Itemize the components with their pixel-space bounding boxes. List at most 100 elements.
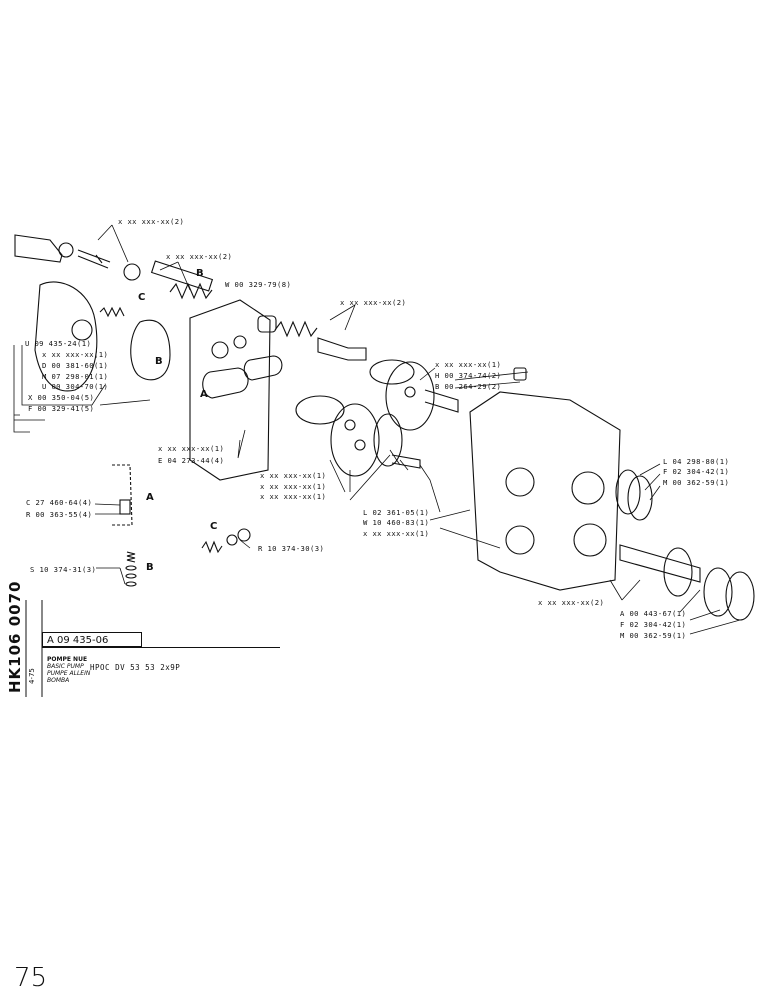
gasket-part <box>130 319 171 381</box>
label-29: S 10 374-31(3) <box>30 565 97 574</box>
label-3: W 00 329-79(8) <box>225 280 292 289</box>
letter-c-detail: C <box>210 521 218 532</box>
label-18: x xx xxx-xx(1) <box>260 482 327 491</box>
label-24: W 10 460-83(1) <box>363 518 430 527</box>
label-6: x xx xxx-xx(1) <box>42 350 109 359</box>
detail-c-spring <box>201 540 223 554</box>
title-de: PUMPE ALLEIN <box>47 670 91 677</box>
detail-a-part <box>119 499 131 515</box>
label-8: M 07 298-01(1) <box>42 372 109 381</box>
coupling-part <box>123 263 141 281</box>
label-26: C 27 460-64(4) <box>26 498 93 507</box>
title-block: POMPE NUE BASIC PUMP PUMPE ALLEIN BOMBA <box>42 647 280 698</box>
shaft-2-part <box>424 389 459 413</box>
side-code: HK106 0070 <box>6 580 24 693</box>
label-20: L 04 298-80(1) <box>663 457 730 466</box>
label-1: x xx xxx-xx(2) <box>118 217 185 226</box>
drive-shaft-right <box>619 544 701 583</box>
relief-springs-part <box>274 320 318 338</box>
leader-lines <box>13 224 741 635</box>
label-9: U 00 304-70(1) <box>42 382 109 391</box>
pump-housing-part <box>469 391 621 591</box>
letter-a-detail: A <box>146 492 154 503</box>
seal-ring-1 <box>615 469 641 515</box>
label-2: x xx xxx-xx(2) <box>166 252 233 261</box>
relief-piston-part <box>257 315 277 333</box>
housing-port-2 <box>573 523 607 557</box>
gear-set-2-hole <box>404 386 416 398</box>
detail-c-washer-1 <box>226 534 238 546</box>
gear-set-1-hole1 <box>344 419 356 431</box>
label-30: x xx xxx-xx(2) <box>538 598 605 607</box>
label-31: A 00 443-67(1) <box>620 609 687 618</box>
letter-b-middle: B <box>155 356 163 367</box>
gear-set-2-front <box>385 361 435 431</box>
letter-c-upper: C <box>138 292 146 303</box>
cover-port-2 <box>233 335 247 349</box>
snap-ring-right-1 <box>703 567 733 617</box>
label-7: D 00 381-60(1) <box>42 361 109 370</box>
model-designation: HPOC DV 53 53 2x9P <box>90 663 181 672</box>
housing-plug <box>513 367 527 381</box>
gear-set-1-part <box>295 395 345 425</box>
shaft-1-part <box>391 454 421 469</box>
small-shaft-part <box>77 249 111 269</box>
relief-plunger-part <box>317 337 367 361</box>
shaft-nut-part <box>58 242 74 258</box>
reference-number: A 09 435-06 <box>42 632 142 647</box>
label-4: x xx xxx-xx(2) <box>340 298 407 307</box>
label-19: x xx xxx-xx(1) <box>260 492 327 501</box>
gear-set-2-part <box>369 359 415 385</box>
cover-boss-part <box>202 367 249 399</box>
detail-a-section <box>112 464 133 526</box>
bearing-plate-1 <box>373 413 403 467</box>
snap-ring-right-2 <box>725 571 755 621</box>
label-17: x xx xxx-xx(1) <box>260 471 327 480</box>
title-fr: POMPE NUE <box>47 656 88 663</box>
label-14: B 00 264-29(2) <box>435 382 502 391</box>
spring-small-part <box>99 306 125 318</box>
drive-shaft-part <box>14 234 63 263</box>
label-22: M 00 362-59(1) <box>663 478 730 487</box>
label-21: F 02 304-42(1) <box>663 467 730 476</box>
detail-b-ring-1 <box>125 565 137 571</box>
seal-ring-2 <box>627 475 653 521</box>
label-11: F 00 329-41(5) <box>28 404 95 413</box>
label-12: x xx xxx-xx(1) <box>435 360 502 369</box>
cover-boss-part-2 <box>243 355 283 381</box>
label-13: H 00 374-74(2) <box>435 371 502 380</box>
housing-bore-1 <box>505 467 535 497</box>
label-23: L 02 361-05(1) <box>363 508 430 517</box>
detail-b-spring <box>126 551 136 563</box>
title-en: BASIC PUMP <box>47 663 84 670</box>
label-5: U 09 435-24(1) <box>25 339 92 348</box>
detail-b-ring-2 <box>125 573 137 579</box>
motor-bore-part <box>71 319 93 341</box>
gear-set-1-hole2 <box>354 439 366 451</box>
gear-set-1-front <box>330 403 380 477</box>
letter-a-middle: A <box>200 389 208 400</box>
label-33: M 00 362-59(1) <box>620 631 687 640</box>
valve-spool-part <box>150 260 214 292</box>
label-32: F 02 304-42(1) <box>620 620 687 629</box>
housing-bore-2 <box>505 525 535 555</box>
side-date: 4-75 <box>28 668 36 684</box>
label-25: x xx xxx-xx(1) <box>363 529 430 538</box>
letter-b-detail: B <box>146 562 154 573</box>
label-16: E 04 273-44(4) <box>158 456 225 465</box>
detail-b-ring-3 <box>125 581 137 587</box>
letter-b-upper: B <box>196 268 204 279</box>
cover-plate-part <box>189 299 271 481</box>
bearing-right <box>663 547 693 597</box>
detail-c-washer-2 <box>237 528 251 542</box>
housing-port-1 <box>571 471 605 505</box>
label-27: R 00 363-55(4) <box>26 510 93 519</box>
label-28: R 10 374-30(3) <box>258 544 325 553</box>
label-15: x xx xxx-xx(1) <box>158 444 225 453</box>
motor-flange-part <box>34 281 98 392</box>
label-10: X 00 350-04(5) <box>28 393 95 402</box>
valve-spring-part <box>169 282 213 300</box>
page-number: 75 <box>14 963 48 993</box>
title-es: BOMBA <box>47 677 70 684</box>
